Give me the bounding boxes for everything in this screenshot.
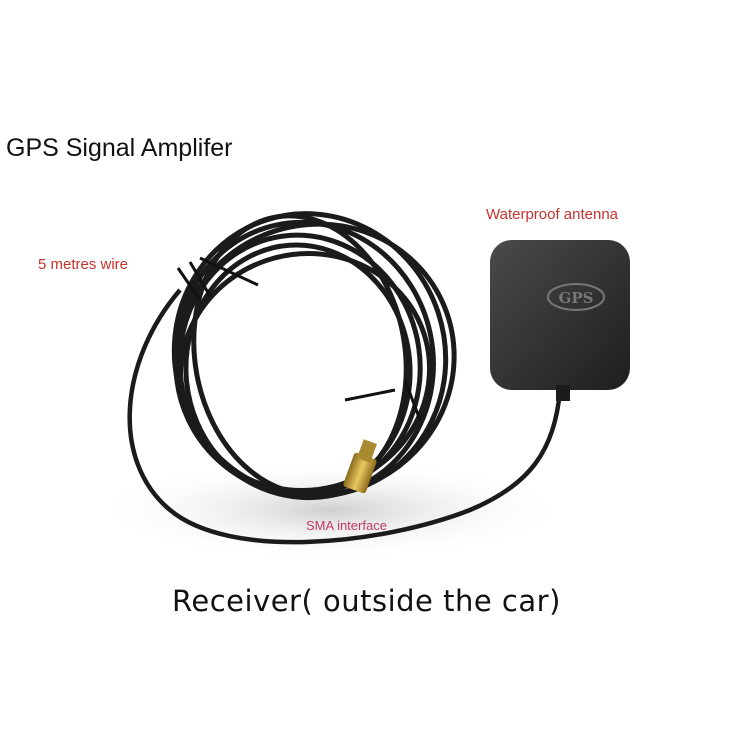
gps-logo-text: GPS bbox=[559, 289, 594, 307]
gps-logo-icon bbox=[547, 283, 605, 311]
connector-label: SMA interface bbox=[306, 518, 387, 533]
caption: Receiver( outside the car) bbox=[172, 584, 561, 618]
antenna-cable bbox=[127, 288, 563, 545]
cable-tie-icon bbox=[176, 256, 422, 421]
sma-connector bbox=[343, 439, 377, 494]
wire-label: 5 metres wire bbox=[38, 256, 129, 273]
coiled-cable bbox=[171, 211, 457, 501]
floor-shadow bbox=[90, 460, 570, 560]
antenna-label: Waterproof antenna bbox=[486, 206, 619, 223]
title: GPS Signal Amplifer bbox=[6, 134, 233, 162]
gps-antenna: GPS bbox=[490, 240, 630, 401]
